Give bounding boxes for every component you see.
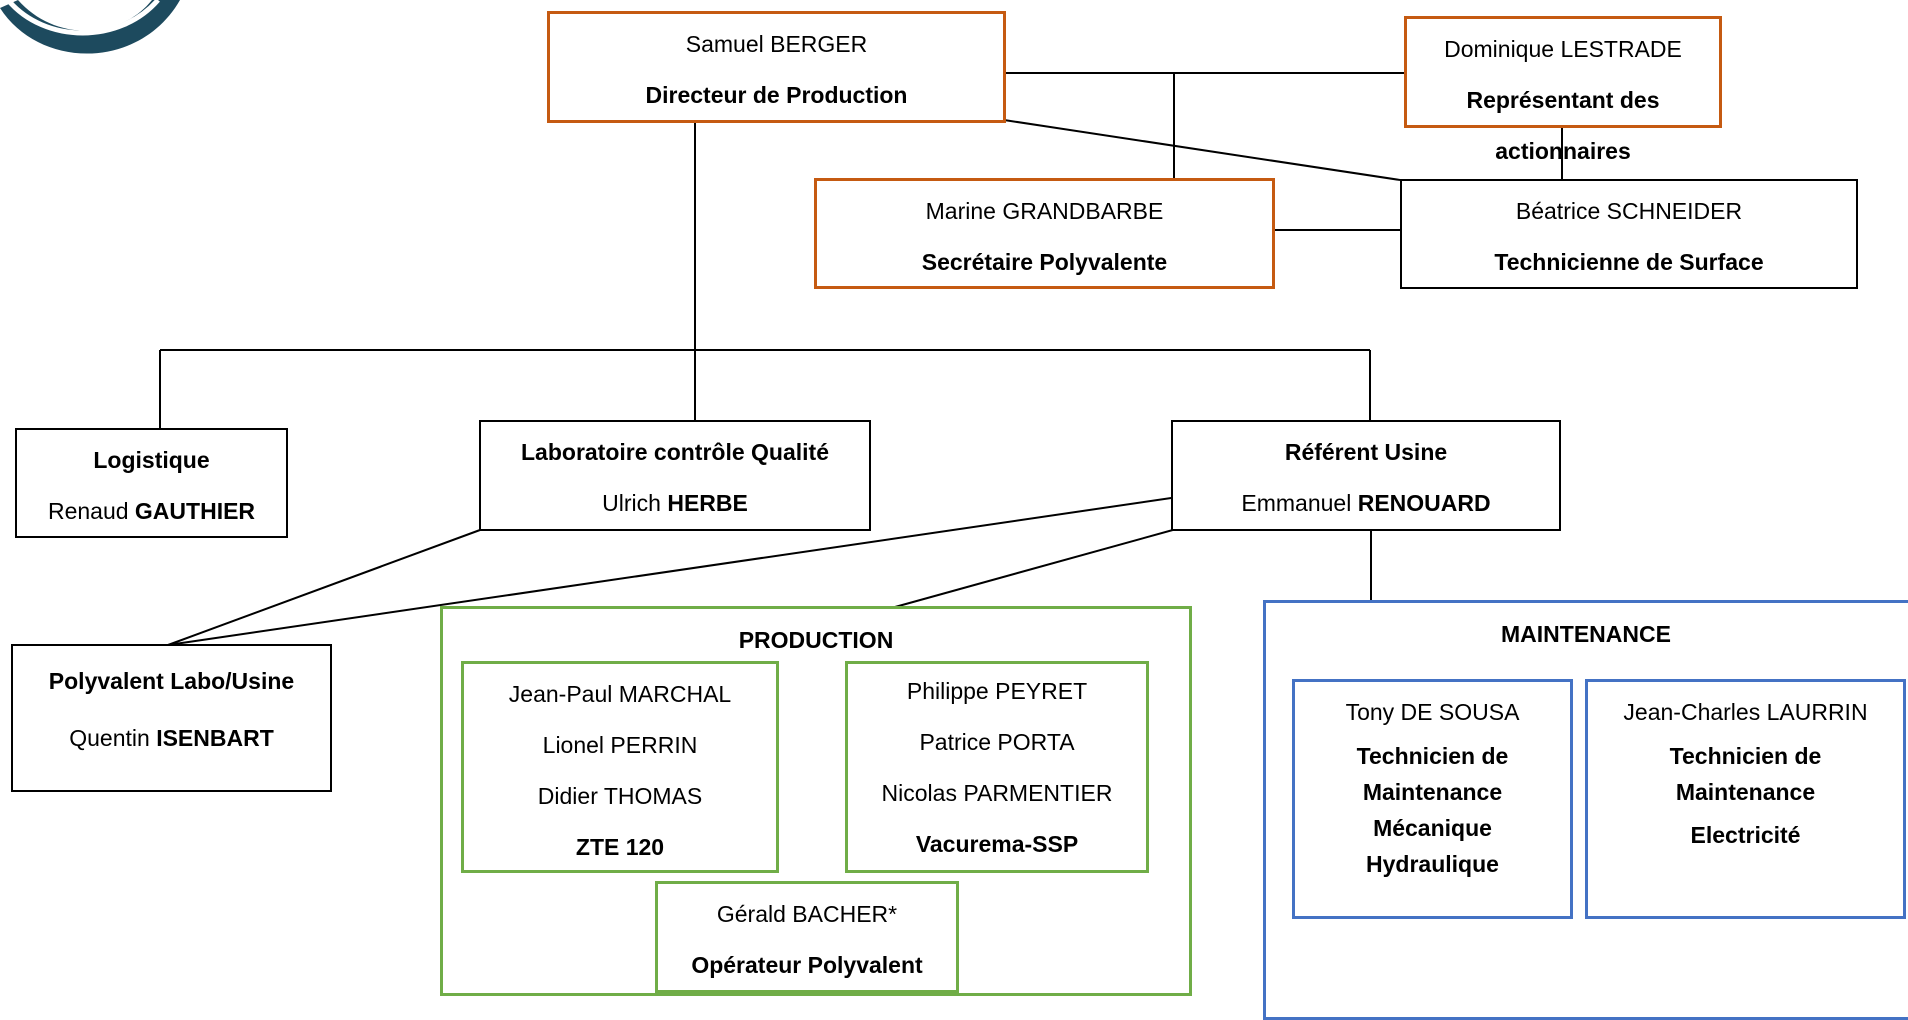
tech1-role-line: Technicien de <box>1356 743 1509 769</box>
zte-member: Didier THOMAS <box>537 783 703 809</box>
lab-title: Laboratoire contrôle Qualité <box>521 439 829 465</box>
lab-person: Ulrich HERBE <box>602 490 748 516</box>
director-box: Samuel BERGER Directeur de Production <box>547 11 1006 123</box>
shareholders-name: Dominique LESTRADE <box>1444 36 1682 62</box>
tech2-role-line: Maintenance <box>1675 779 1816 805</box>
secretary-role: Secrétaire Polyvalente <box>921 249 1168 275</box>
operator-role: Opérateur Polyvalent <box>691 952 923 978</box>
production-title: PRODUCTION <box>738 627 894 653</box>
tech1-role-line: Hydraulique <box>1366 851 1499 877</box>
tech2-box: Jean-Charles LAURRIN Technicien de Maint… <box>1585 679 1906 919</box>
vacurema-line: Vacurema-SSP <box>915 831 1079 857</box>
org-connectors <box>159 72 1563 646</box>
cleaning-name: Béatrice SCHNEIDER <box>1515 198 1743 224</box>
plant-person: Emmanuel RENOUARD <box>1241 490 1491 516</box>
production-group: PRODUCTION Jean-Paul MARCHAL Lionel PERR… <box>440 606 1192 996</box>
operator-box: Gérald BACHER* Opérateur Polyvalent <box>655 881 959 993</box>
shareholders-box: Dominique LESTRADE Représentant des acti… <box>1404 16 1722 164</box>
lab-box: Laboratoire contrôle Qualité Ulrich HERB… <box>479 420 871 531</box>
logistics-person: Renaud GAUTHIER <box>47 498 256 524</box>
vacurema-team-box: Philippe PEYRET Patrice PORTA Nicolas PA… <box>845 661 1149 873</box>
operator-name: Gérald BACHER* <box>716 901 898 927</box>
maintenance-title: MAINTENANCE <box>1501 621 1671 647</box>
secretary-name: Marine GRANDBARBE <box>925 198 1164 224</box>
tech1-name: Tony DE SOUSA <box>1345 699 1520 725</box>
zte-member: Lionel PERRIN <box>542 732 698 758</box>
tech2-role-line: Electricité <box>1690 822 1801 848</box>
vacurema-member: Patrice PORTA <box>919 729 1075 755</box>
zte-line: ZTE 120 <box>575 834 665 860</box>
company-logo <box>0 0 180 54</box>
polyvalent-title: Polyvalent Labo/Usine <box>48 668 295 694</box>
cleaning-box: Béatrice SCHNEIDER Technicienne de Surfa… <box>1400 179 1858 289</box>
zte-member: Jean-Paul MARCHAL <box>508 681 732 707</box>
maintenance-group: MAINTENANCE Tony DE SOUSA Technicien de … <box>1263 600 1908 1020</box>
plant-title: Référent Usine <box>1284 439 1448 465</box>
tech1-role-line: Maintenance <box>1362 779 1503 805</box>
logistics-box: Logistique Renaud GAUTHIER <box>15 428 288 538</box>
polyvalent-box: Polyvalent Labo/Usine Quentin ISENBART <box>11 644 332 792</box>
director-name: Samuel BERGER <box>685 31 868 57</box>
tech1-role-line: Mécanique <box>1373 815 1492 841</box>
plant-box: Référent Usine Emmanuel RENOUARD <box>1171 420 1561 531</box>
tech2-name: Jean-Charles LAURRIN <box>1623 699 1868 725</box>
vacurema-member: Philippe PEYRET <box>906 678 1088 704</box>
cleaning-role: Technicienne de Surface <box>1494 249 1764 275</box>
shareholders-role: Représentant des actionnaires <box>1466 87 1660 164</box>
director-role: Directeur de Production <box>645 82 908 108</box>
polyvalent-person: Quentin ISENBART <box>69 725 274 751</box>
tech1-box: Tony DE SOUSA Technicien de Maintenance … <box>1292 679 1573 919</box>
logistics-title: Logistique <box>93 447 210 473</box>
secretary-box: Marine GRANDBARBE Secrétaire Polyvalente <box>814 178 1275 289</box>
vacurema-member: Nicolas PARMENTIER <box>881 780 1113 806</box>
zte-team-box: Jean-Paul MARCHAL Lionel PERRIN Didier T… <box>461 661 779 873</box>
tech2-role-line: Technicien de <box>1669 743 1822 769</box>
